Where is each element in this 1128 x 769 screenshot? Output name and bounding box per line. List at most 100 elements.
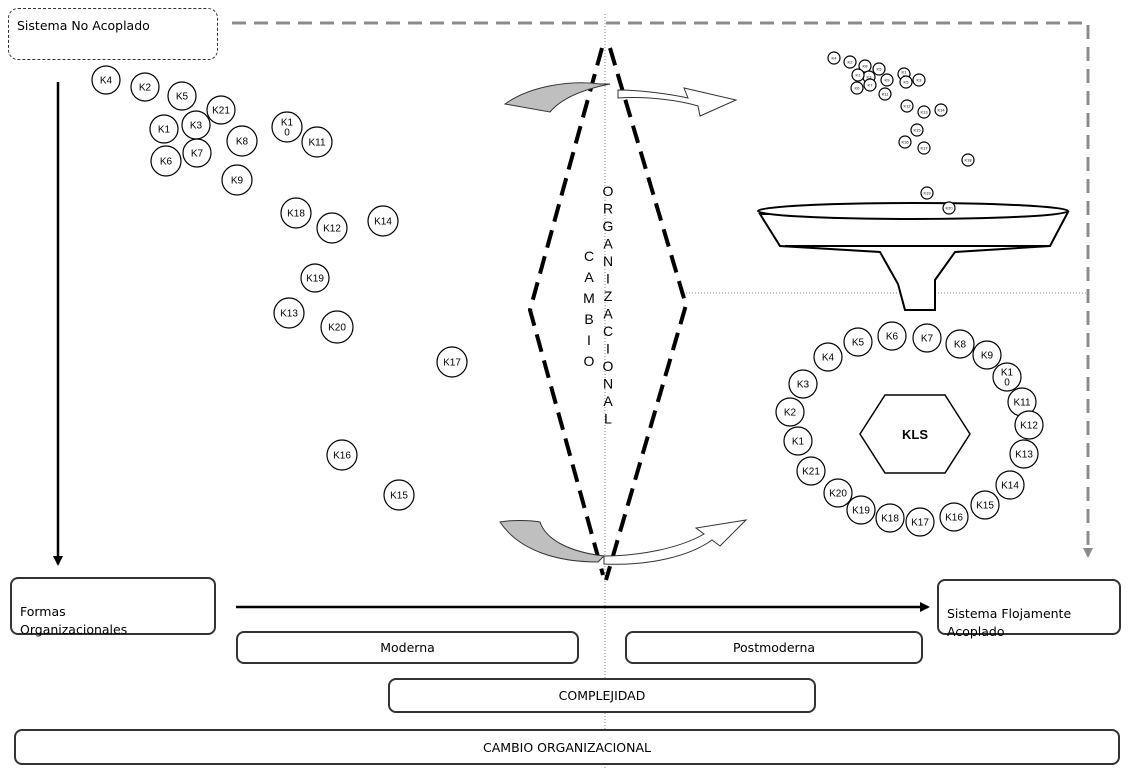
scattered-node: K3 — [181, 110, 211, 140]
scattered-node: K12 — [316, 212, 348, 244]
scattered-node: K4 — [91, 65, 121, 95]
box-complejidad: COMPLEJIDAD — [388, 678, 816, 713]
node-label: K19 — [923, 190, 931, 195]
node-label: K18 — [287, 209, 305, 220]
vertical-letter: L — [604, 411, 612, 427]
box-sistema-no-acoplado-label: Sistema No Acoplado — [17, 18, 150, 33]
ring-node: K9 — [972, 340, 1002, 370]
vertical-letter: C — [584, 248, 594, 264]
node-label: K3 — [917, 77, 923, 82]
node-label: K8 — [236, 137, 249, 148]
change-diamond — [527, 47, 689, 581]
ring-node: K3 — [788, 369, 818, 399]
scattered-node: K11 — [301, 126, 333, 158]
scattered-node: K14 — [367, 205, 399, 237]
node-label: K1 — [902, 69, 908, 74]
node-label: K15 — [913, 127, 921, 132]
node-label: K17 — [443, 358, 461, 369]
node-label: K11 — [1013, 398, 1030, 409]
svg-text:KLS: KLS — [902, 427, 928, 442]
vertical-letter: M — [583, 290, 595, 306]
node-label: K17 — [911, 518, 929, 529]
node-label: K13 — [280, 309, 298, 320]
tiny-node: K11 — [878, 87, 892, 101]
scattered-node: K2 — [130, 72, 160, 102]
node-label: K20 — [945, 205, 953, 210]
node-label: K13 — [920, 109, 928, 114]
node-label: K7 — [868, 82, 874, 87]
node-label: K4 — [832, 55, 838, 60]
scattered-node: K1 — [149, 114, 179, 144]
vertical-letter: I — [587, 332, 591, 348]
ring-node: K20 — [823, 478, 853, 508]
tiny-node: K9 — [880, 73, 894, 87]
scattered-node: K17 — [436, 346, 468, 378]
scattered-node: K13 — [273, 297, 305, 329]
node-label: K6 — [160, 157, 173, 168]
kls-hexagon: KLS — [859, 394, 971, 474]
tiny-node: K1 — [851, 68, 865, 82]
tiny-node: K13 — [917, 105, 931, 119]
scattered-node: K9 — [221, 164, 253, 196]
ring-node: K4 — [813, 342, 843, 372]
vertical-letter: Z — [604, 288, 613, 304]
scattered-node: K16 — [326, 439, 358, 471]
vertical-letter: A — [603, 306, 613, 322]
node-label: K6 — [855, 85, 861, 90]
vertical-letter: N — [603, 376, 613, 392]
node-label: K4 — [822, 353, 835, 364]
ring-node: K12 — [1014, 410, 1044, 440]
node-label: K12 — [323, 224, 341, 235]
tiny-node: K5 — [872, 62, 886, 76]
dashed-gray-connector — [232, 21, 1093, 558]
ring-node: K21 — [796, 456, 826, 486]
ring-node: K15 — [970, 490, 1000, 520]
ring-node: K5 — [843, 327, 873, 357]
ring-node: K2 — [775, 397, 805, 427]
box-postmoderna-label: Postmoderna — [732, 640, 816, 655]
node-label: K1 — [792, 437, 805, 448]
vertical-letter: A — [584, 269, 594, 285]
scattered-node: K18 — [280, 197, 312, 229]
node-label: K14 — [937, 107, 945, 112]
vertical-letter: R — [603, 201, 613, 217]
node-label: K2 — [784, 408, 797, 419]
tiny-node: K17 — [917, 141, 931, 155]
ring-node: K1 — [783, 426, 813, 456]
node-label: K3 — [797, 380, 810, 391]
box-formas-organizacionales-label: Formas Organizacionales — [20, 604, 128, 637]
vertical-letter: O — [603, 183, 614, 199]
vertical-letter: I — [606, 341, 610, 357]
curved-arrow-top-gray — [503, 82, 611, 113]
ring-node: K18 — [875, 503, 905, 533]
node-label: K15 — [390, 491, 408, 502]
node-label: K3 — [867, 74, 873, 79]
tiny-node: K4 — [827, 51, 841, 65]
tiny-node: K5 — [899, 75, 913, 89]
tiny-nodes: K4K2K8K5K10K3K1K7K6K9K5K3K11K12K13K14K15… — [827, 51, 975, 215]
vertical-letter: A — [603, 393, 613, 409]
node-label: K18 — [881, 514, 899, 525]
node-label: K7 — [191, 149, 204, 160]
ring-node: K7 — [912, 323, 942, 353]
node-label: K7 — [921, 334, 934, 345]
node-label: K1 — [158, 125, 171, 136]
box-sistema-flojamente-acoplado-label: Sistema Flojamente Acoplado — [947, 606, 1072, 639]
vertical-letter: A — [603, 236, 613, 252]
tiny-node: K6 — [850, 81, 864, 95]
node-label: K16 — [901, 139, 909, 144]
vertical-letter: C — [603, 323, 613, 339]
node-label: K4 — [100, 76, 113, 87]
node-label: K5 — [904, 79, 910, 84]
node-label: K11 — [308, 138, 325, 149]
node-label: K15 — [976, 501, 994, 512]
node-label: K18 — [964, 157, 972, 162]
node-label: K9 — [981, 351, 994, 362]
node-label: K17 — [920, 145, 928, 150]
node-label: K16 — [333, 451, 351, 462]
node-label: 0 — [284, 128, 290, 139]
box-cambio-organizacional: CAMBIO ORGANIZACIONAL — [14, 729, 1120, 765]
scattered-node: K5 — [167, 81, 197, 111]
